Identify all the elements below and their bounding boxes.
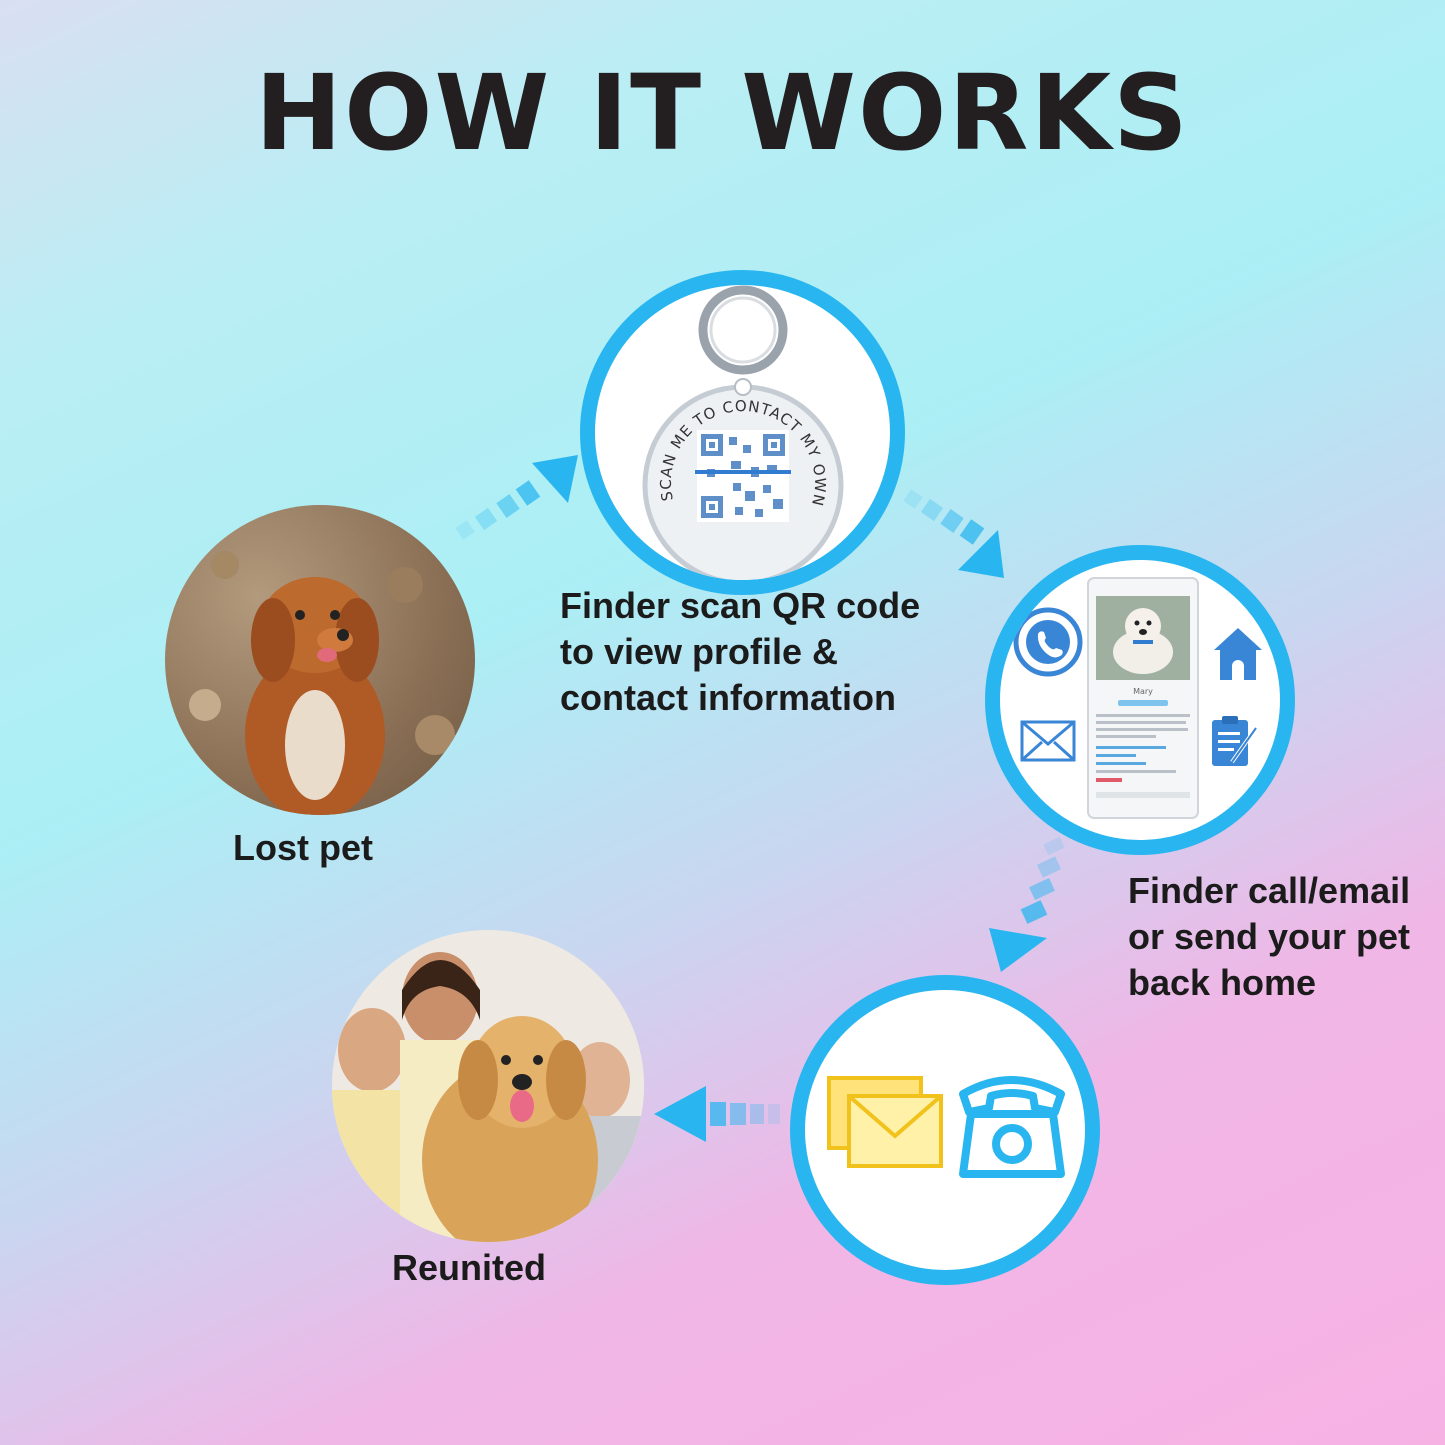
lost-pet-photo	[165, 505, 475, 815]
family-with-dog-icon	[332, 930, 644, 1242]
step-scan-label: Finder scan QR code to view profile & co…	[560, 585, 921, 718]
contact-circle	[790, 975, 1100, 1285]
envelope-outline-icon	[1020, 720, 1076, 762]
qr-tag-circle: SCAN ME TO CONTACT MY OWNER	[580, 270, 905, 595]
telephone-icon	[959, 1076, 1065, 1178]
step-finder-action-label: Finder call/email or send your pet back …	[1128, 870, 1411, 1003]
envelope-icon	[827, 1076, 943, 1168]
doghouse-icon	[1214, 628, 1262, 680]
arrow-to-profile-icon	[903, 489, 1004, 578]
phone-profile-screen-icon: Mary	[1013, 577, 1262, 819]
step-reunited-label: Reunited	[392, 1247, 547, 1288]
reunited-photo	[332, 930, 644, 1242]
page-title: HOW IT WORKS	[255, 52, 1190, 174]
profile-name: Mary	[1133, 687, 1153, 696]
arrow-to-reunited-icon	[654, 1086, 780, 1142]
clipboard-icon	[1212, 716, 1258, 766]
arrow-to-contact-icon	[989, 836, 1065, 972]
arrow-to-scan-icon	[455, 455, 578, 540]
qr-pet-tag-icon: SCAN ME TO CONTACT MY OWNER	[595, 285, 844, 580]
profile-screen-circle: Mary	[985, 545, 1295, 855]
envelope-and-telephone-icon	[827, 1076, 1065, 1178]
step-lost-pet-label: Lost pet	[233, 827, 373, 868]
dog-icon	[189, 551, 455, 815]
